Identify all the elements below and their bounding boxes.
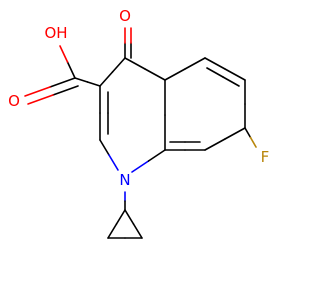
- bond-c4a-c5-half-b: [184, 57, 206, 70]
- bond-c7-f-half-a: [244, 127, 252, 139]
- acid-carbonyl-oxygen-label: O: [8, 92, 20, 110]
- bond-acid-to-ring-half-b: [86, 81, 101, 87]
- bond-c-o-double-b-half-a: [52, 85, 79, 96]
- bond-cp-1-half-a: [115, 209, 126, 225]
- hydroxyl-label: OH: [44, 24, 67, 42]
- bond-layer: [24, 27, 257, 239]
- bond-c4-c4a-half-b: [144, 68, 166, 81]
- bond-c5-c6-inner-half-a: [206, 67, 224, 78]
- bond-n-c8a-half-a: [131, 160, 150, 173]
- bond-cp-2-half-a: [124, 209, 135, 225]
- nitrogen-label: N: [119, 171, 130, 189]
- ketone-oxygen-label: O: [119, 7, 131, 25]
- bond-cp-1-half-b: [107, 223, 118, 239]
- fluorine-label: F: [261, 148, 270, 166]
- molecule-diagram: OH O O N F: [8, 7, 269, 239]
- bond-c2-n-half-a: [99, 139, 110, 156]
- bond-c2-n-half-b: [108, 154, 119, 171]
- bond-c3-c4-half-b: [111, 57, 126, 73]
- bond-c7-c8-half-b: [204, 138, 226, 151]
- bond-c-o-double-a-half-b: [24, 86, 51, 97]
- bond-c-o-double-a-half-a: [49, 77, 76, 88]
- bond-c5-c6-half-b: [224, 68, 246, 81]
- bond-c3-c4-half-a: [99, 71, 114, 87]
- bond-acid-to-ring-half-a: [74, 77, 89, 83]
- bond-c5-c6-half-a: [204, 57, 226, 70]
- bond-c4-c4a-half-a: [124, 57, 146, 70]
- atom-label-layer: OH O O N F: [8, 7, 269, 189]
- bond-c-o-double-b-half-b: [27, 94, 54, 105]
- bond-cp-2-half-b: [132, 223, 143, 239]
- bond-c7-f-half-b: [249, 136, 257, 148]
- bond-n-c8a-half-b: [147, 149, 166, 162]
- bond-c4a-c5-half-a: [164, 68, 186, 81]
- bond-c-oh-half-a: [66, 61, 76, 79]
- bond-c-oh-half-b: [59, 45, 69, 63]
- bond-c7-c8-half-a: [224, 127, 246, 140]
- bond-c5-c6-inner-half-b: [222, 76, 240, 87]
